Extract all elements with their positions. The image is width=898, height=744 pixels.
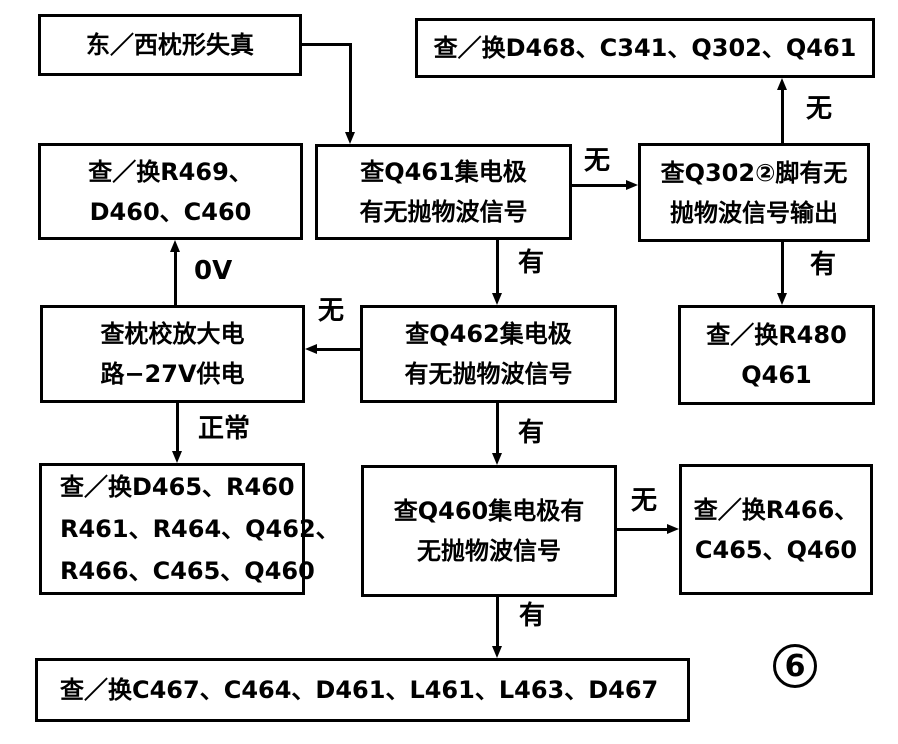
node-replace-c467: 查／换C467、C464、D461、L461、L463、D467 — [35, 658, 690, 722]
arrowhead-q302-d468 — [777, 78, 787, 90]
arrowhead-start-q461 — [345, 132, 355, 144]
node-replace-r469: 查／换R469、 D460、C460 — [38, 143, 303, 240]
arrowhead-q302-r480 — [777, 293, 787, 305]
node-check-supply-line2: 路−27V供电 — [100, 360, 245, 388]
node-replace-r469-line2: D460、C460 — [89, 197, 252, 226]
connector-start-q461-v — [349, 43, 352, 133]
connector-start-q461-h — [302, 43, 352, 46]
connector-supply-d465 — [176, 403, 179, 452]
node-check-q461-line1: 查Q461集电极 — [360, 158, 527, 186]
edge-label-q302-no: 无 — [806, 94, 833, 124]
node-check-q461-line2: 有无抛物波信号 — [359, 198, 528, 226]
node-check-q460-line1: 查Q460集电极有 — [393, 497, 585, 525]
node-replace-r469-line1: 查／换R469、 — [88, 157, 253, 186]
node-replace-r466-line2: C465、Q460 — [694, 535, 858, 564]
connector-q460-c467 — [496, 597, 499, 647]
node-check-q302: 查Q302②脚有无 抛物波信号输出 — [638, 143, 870, 242]
page-number-badge: 6 — [773, 644, 817, 688]
node-replace-d465-line2: R461、R464、Q462、 — [60, 515, 340, 543]
node-replace-d465: 查／换D465、R460 R461、R464、Q462、 R466、C465、Q… — [39, 463, 340, 595]
connector-q302-d468 — [781, 90, 784, 143]
node-start-line: 东／西枕形失真 — [86, 31, 254, 59]
connector-q462-supply — [317, 348, 360, 351]
node-check-q462-line2: 有无抛物波信号 — [404, 360, 573, 388]
node-replace-r466-line1: 查／换R466、 — [693, 495, 859, 524]
node-check-q302-line2: 抛物波信号输出 — [670, 198, 838, 227]
node-check-q460-line2: 无抛物波信号 — [417, 537, 561, 565]
node-check-q462: 查Q462集电极 有无抛物波信号 — [360, 305, 617, 403]
node-replace-c467-line: 查／换C467、C464、D461、L461、L463、D467 — [60, 676, 659, 704]
node-replace-d468: 查／换D468、C341、Q302、Q461 — [415, 18, 875, 78]
connector-q461-q462 — [496, 240, 499, 294]
arrowhead-q462-supply — [305, 344, 317, 354]
connector-q461-q302 — [572, 184, 627, 187]
edge-label-q462-yes: 有 — [518, 418, 545, 448]
edge-label-q460-yes: 有 — [519, 601, 546, 631]
arrowhead-q461-q302 — [626, 180, 638, 190]
arrowhead-q460-r466 — [667, 524, 679, 534]
node-replace-r480-line1: 查／换R480 — [706, 321, 847, 349]
node-replace-d465-line3: R466、C465、Q460 — [60, 557, 315, 585]
node-replace-d465-line1: 查／换D465、R460 — [60, 473, 295, 501]
node-check-q462-line1: 查Q462集电极 — [405, 320, 572, 348]
node-check-supply-line1: 查枕校放大电 — [100, 320, 245, 348]
connector-q302-r480 — [781, 242, 784, 294]
node-replace-r466: 查／换R466、 C465、Q460 — [679, 464, 873, 595]
connector-q462-q460 — [496, 403, 499, 454]
page-number-text: 6 — [784, 648, 806, 684]
edge-label-q302-yes: 有 — [810, 250, 837, 280]
node-check-q460: 查Q460集电极有 无抛物波信号 — [361, 465, 617, 597]
edge-label-q460-no: 无 — [631, 486, 658, 516]
node-check-supply: 查枕校放大电 路−27V供电 — [40, 305, 305, 403]
arrowhead-supply-d465 — [172, 451, 182, 463]
node-check-q461: 查Q461集电极 有无抛物波信号 — [315, 144, 572, 240]
arrowhead-supply-r469 — [170, 240, 180, 252]
edge-label-supply-normal: 正常 — [198, 414, 251, 444]
arrowhead-q461-q462 — [492, 293, 502, 305]
node-replace-r480-line2: Q461 — [741, 361, 812, 389]
connector-supply-r469 — [174, 252, 177, 305]
connector-q460-r466 — [617, 528, 668, 531]
edge-label-q461-no: 无 — [584, 146, 611, 176]
edge-label-q462-no: 无 — [318, 296, 345, 326]
node-start: 东／西枕形失真 — [38, 14, 302, 76]
arrowhead-q462-q460 — [492, 453, 502, 465]
arrowhead-q460-c467 — [492, 646, 502, 658]
node-check-q302-line1: 查Q302②脚有无 — [660, 158, 848, 187]
edge-label-q461-yes: 有 — [518, 248, 545, 278]
node-replace-r480: 查／换R480 Q461 — [678, 305, 875, 405]
edge-label-supply-0v: 0V — [194, 256, 233, 286]
node-replace-d468-line: 查／换D468、C341、Q302、Q461 — [433, 34, 857, 62]
